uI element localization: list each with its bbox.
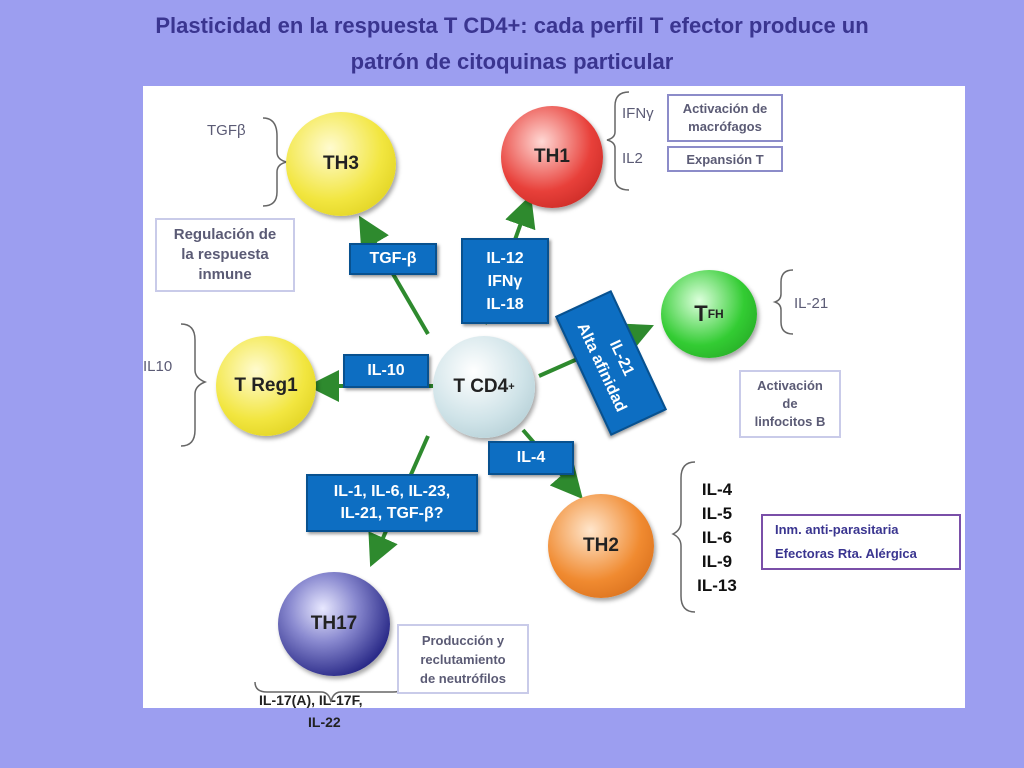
brace-th1	[606, 91, 630, 191]
product-th1-il2: IL2	[622, 150, 643, 167]
inducer-th3: TGF-β	[349, 243, 437, 275]
function-tfh-line-3: linfocitos B	[754, 414, 826, 429]
function-th17: Producción y reclutamiento de neutrófilo…	[397, 624, 529, 694]
product-th17-il22: IL-22	[308, 714, 341, 730]
product-th2-il9: IL-9	[701, 552, 733, 571]
brace-tfh	[772, 269, 794, 335]
product-treg: IL10	[143, 358, 173, 375]
product-th2-il5: IL-5	[701, 504, 733, 523]
inducer-th1: IL-12 IFNγ IL-18	[461, 238, 549, 324]
function-th17-line-1: Producción y	[421, 632, 505, 648]
function-th2: Inm. anti-parasitaria Efectoras Rta. Alé…	[761, 514, 961, 570]
product-th17-line-1: IL-17(A), IL-17F,	[259, 692, 363, 708]
function-th3-line-2: la respuesta	[181, 246, 269, 263]
cell-t-cd4: T CD4+	[433, 336, 535, 438]
function-th2-line-1: Inm. anti-parasitaria	[775, 522, 899, 537]
function-th1-a-line-2: macrófagos	[688, 119, 762, 134]
cell-th17: TH17	[278, 572, 390, 676]
function-th17-line-2: reclutamiento	[420, 651, 506, 667]
inducer-th3-label: TGF-β	[369, 250, 417, 267]
product-th3: TGFβ	[207, 122, 246, 139]
product-tfh: IL-21	[794, 295, 829, 312]
function-th1-macrophage: Activación de macrófagos	[667, 94, 783, 142]
product-th2-il4: IL-4	[701, 480, 733, 499]
function-th17-line-3: de neutrófilos	[420, 670, 506, 686]
inducer-th1-line-1: IL-12	[486, 249, 524, 267]
inducer-treg-label: IL-10	[367, 362, 405, 379]
slide-title: Plasticidad en la respuesta T CD4+: cada…	[0, 8, 1024, 80]
product-th1-ifn: IFNγ	[622, 105, 654, 122]
brace-th3	[262, 117, 288, 207]
cell-treg1: T Reg1	[216, 336, 316, 436]
function-th3-line-1: Regulación de	[173, 226, 277, 243]
function-tfh: Activación de linfocitos B	[739, 370, 841, 438]
brace-treg	[180, 323, 208, 447]
product-th17-line-2: IL-22	[308, 714, 341, 730]
inducer-th2: IL-4	[488, 441, 574, 475]
cell-th1-label: TH1	[534, 146, 570, 167]
inducer-th17: IL-1, IL-6, IL-23, IL-21, TGF-β?	[306, 474, 478, 532]
cell-th17-label: TH17	[310, 613, 358, 634]
function-th1-a-line-1: Activación de	[682, 101, 768, 116]
inducer-th1-line-2: IFNγ	[487, 272, 523, 290]
function-tfh-line-1: Activación	[757, 378, 823, 393]
function-th1-b-label: Expansión T	[686, 151, 764, 167]
function-th3: Regulación de la respuesta inmune	[155, 218, 295, 292]
cell-t-cd4-label: T CD4	[453, 376, 509, 397]
function-th1-expansion: Expansión T	[667, 146, 783, 172]
inducer-treg: IL-10	[343, 354, 429, 388]
function-th2-line-2: Efectoras Rta. Alérgica	[775, 546, 917, 561]
cell-th1: TH1	[501, 106, 603, 208]
cell-th2: TH2	[548, 494, 654, 598]
cell-th3-label: TH3	[323, 153, 359, 174]
cell-tfh-sub: FH	[707, 307, 724, 321]
inducer-th2-label: IL-4	[516, 449, 546, 466]
brace-th2	[671, 461, 696, 613]
inducer-th17-line-2: IL-21, TGF-β?	[340, 505, 444, 522]
cell-treg1-label: T Reg1	[234, 375, 298, 396]
cell-th2-label: TH2	[583, 535, 619, 556]
cell-tfh-label: T	[694, 301, 708, 326]
product-th17: IL-17(A), IL-17F,	[259, 692, 362, 708]
product-th2: IL-4 IL-5 IL-6 IL-9 IL-13	[697, 478, 737, 598]
product-th2-il13: IL-13	[697, 576, 737, 595]
title-line-1: Plasticidad en la respuesta T CD4+: cada…	[155, 13, 869, 38]
product-th2-il6: IL-6	[701, 528, 733, 547]
function-th3-line-3: inmune	[198, 266, 252, 283]
inducer-th1-line-3: IL-18	[486, 295, 524, 313]
cell-t-cd4-sup: +	[508, 381, 515, 393]
title-line-2: patrón de citoquinas particular	[350, 49, 674, 74]
cell-th3: TH3	[286, 112, 396, 216]
function-tfh-line-2: de	[782, 396, 798, 411]
inducer-th17-line-1: IL-1, IL-6, IL-23,	[333, 483, 451, 500]
